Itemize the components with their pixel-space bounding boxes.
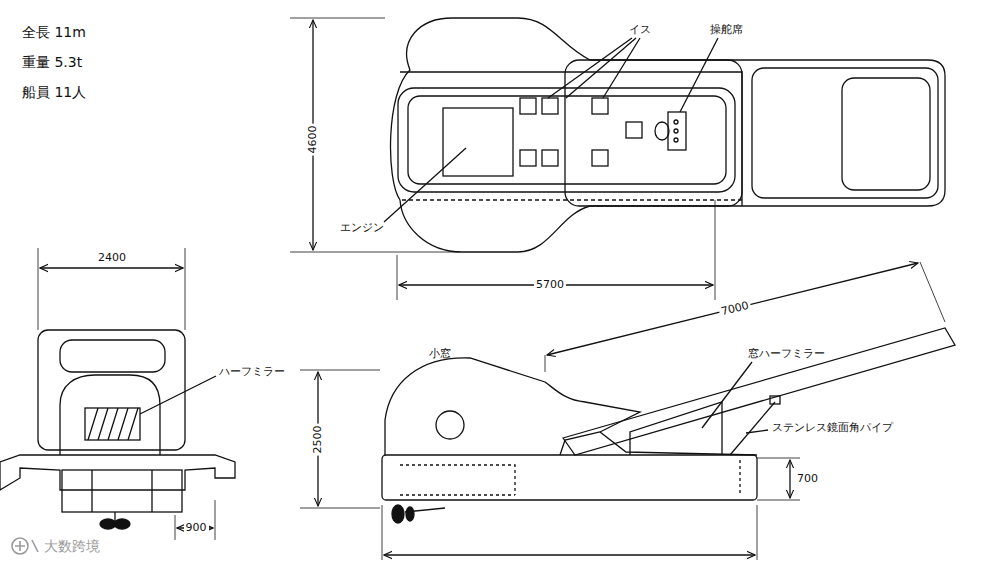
- top-view: [290, 18, 945, 300]
- side-view: [300, 262, 955, 560]
- dimension: 2400: [98, 251, 126, 264]
- dimension: 900: [184, 521, 209, 534]
- part-name: ステンレス鏡面角パイプ: [772, 421, 893, 434]
- dimension: 2500: [311, 424, 324, 456]
- spec-note: 重量 5.3t: [22, 54, 82, 71]
- part-name: 窓ハーフミラー: [748, 347, 825, 360]
- spec-note: 船員 11人: [22, 84, 86, 101]
- part-name: 小窓: [429, 347, 451, 360]
- part-name: エンジン: [340, 221, 384, 234]
- part-name: 操舵席: [710, 23, 743, 36]
- front-view: [0, 248, 235, 540]
- spec-note: 全長 11m: [22, 24, 86, 41]
- part-name: イス: [629, 23, 651, 36]
- watermark-icon: [12, 538, 38, 554]
- watermark: 大数跨境: [44, 538, 100, 555]
- part-name: ハーフミラー: [219, 365, 285, 378]
- dimension: 700: [797, 472, 818, 485]
- dimension: 5700: [534, 278, 566, 291]
- dimension: 4600: [306, 124, 319, 156]
- dimension: 7000: [718, 299, 752, 320]
